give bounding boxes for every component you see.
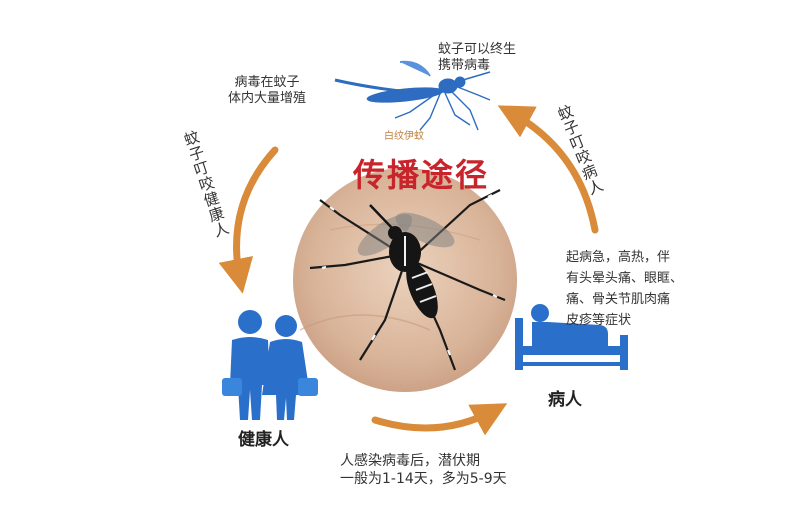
skin-circle	[293, 168, 517, 392]
note-line: 人感染病毒后，潜伏期	[340, 453, 480, 469]
symptom-line: 痛、骨关节肌肉痛	[566, 292, 671, 307]
arrow-to-mosquito	[497, 105, 599, 234]
note-virus-multiply: 病毒在蚊子 体内大量增殖	[228, 75, 306, 107]
label-healthy-person: 健康人	[238, 430, 289, 450]
species-label: 白纹伊蚊	[384, 131, 424, 142]
patient-in-bed-icon	[515, 304, 628, 370]
note-line: 一般为1-14天，多为5-9天	[340, 471, 507, 487]
label-patient: 病人	[548, 390, 582, 410]
symptom-line: 皮疹等症状	[566, 313, 632, 328]
arrow-to-patient	[371, 403, 508, 436]
note-line: 携带病毒	[438, 58, 491, 73]
symptom-line: 有头晕头痛、眼眶、	[566, 271, 684, 286]
center-photo	[293, 168, 517, 392]
note-line: 病毒在蚊子	[234, 75, 300, 90]
mosquito-icon	[334, 60, 491, 131]
symptom-line: 起病急，高热，伴	[566, 250, 671, 265]
tiger-mosquito-photo	[309, 189, 506, 371]
cycle-arrows	[218, 105, 599, 436]
note-incubation: 人感染病毒后，潜伏期 一般为1-14天，多为5-9天	[340, 452, 507, 488]
arrow-to-healthy	[218, 146, 279, 294]
note-symptoms: 起病急，高热，伴 有头晕头痛、眼眶、 痛、骨关节肌肉痛 皮疹等症状	[566, 247, 683, 331]
note-line: 体内大量增殖	[228, 91, 307, 106]
healthy-people-icon	[222, 310, 318, 420]
diagram-title: 传播途径	[352, 156, 489, 194]
note-lifelong-carrier: 蚊子可以终生 携带病毒	[438, 42, 516, 74]
note-line: 蚊子可以终生	[438, 42, 517, 57]
